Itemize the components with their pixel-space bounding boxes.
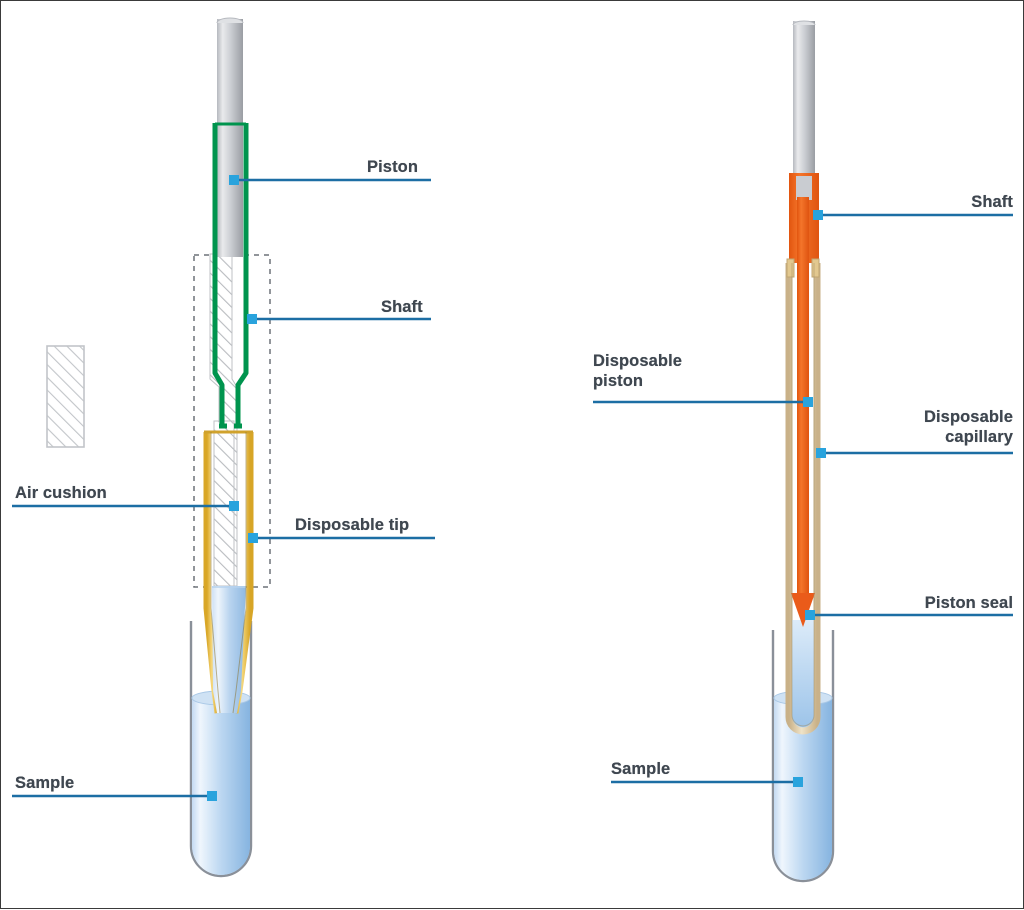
dashed-reference-box xyxy=(193,254,271,588)
left-shaft-wall-left xyxy=(212,123,225,426)
label-shaft-right: Shaft xyxy=(971,193,1013,211)
left-tip-inner-edge-left xyxy=(210,432,221,714)
label-disposable-tip: Disposable tip xyxy=(295,516,410,534)
left-shaft-wall-right xyxy=(235,123,249,426)
leader-dot-right-piston-seal xyxy=(805,610,815,620)
leader-dot-left-disposable-tip xyxy=(248,533,258,543)
label-sample-right: Sample xyxy=(611,760,671,778)
right-test-tube xyxy=(771,630,835,883)
left-piston-rod-cap xyxy=(216,17,244,24)
left-test-tube xyxy=(189,621,253,878)
right-piston-seal xyxy=(791,593,815,627)
leader-dot-left-sample xyxy=(207,791,217,801)
leader-dot-right-shaft xyxy=(813,210,823,220)
right-piston-rod-cap xyxy=(792,20,816,26)
label-piston: Piston xyxy=(367,158,419,176)
air-cushion-hatch-swatch xyxy=(46,345,85,448)
right-capillary-inner-right xyxy=(802,263,815,727)
left-piston-rod xyxy=(217,19,243,257)
right-disposable-capillary xyxy=(785,263,821,735)
label-disposable-capillary: Disposable capillary xyxy=(923,408,1013,446)
leader-dot-left-piston xyxy=(229,175,239,185)
right-capillary-collar-left xyxy=(786,258,795,278)
right-shaft-neck xyxy=(796,176,812,200)
leader-dot-left-air-cushion xyxy=(229,501,239,511)
label-shaft-left: Shaft xyxy=(381,298,423,316)
label-piston-seal: Piston seal xyxy=(924,594,1013,612)
label-disposable-piston: Disposable piston xyxy=(593,352,683,390)
leader-dot-right-disposable-capillary xyxy=(816,448,826,458)
right-capillary-liquid xyxy=(792,620,814,727)
right-capillary-collar-right xyxy=(811,258,820,278)
leader-dot-left-shaft xyxy=(247,314,257,324)
leader-dot-right-sample xyxy=(793,777,803,787)
left-pipette-group xyxy=(46,17,271,878)
leader-lines-group xyxy=(12,175,1013,801)
label-air-cushion: Air cushion xyxy=(15,484,107,502)
right-piston-rod xyxy=(793,21,815,176)
right-capillary-inner-left xyxy=(791,263,804,727)
label-sample-left: Sample xyxy=(15,774,75,792)
leader-dot-right-disposable-piston xyxy=(803,397,813,407)
right-sample-liquid xyxy=(774,698,832,880)
left-tip-inner-edge-right xyxy=(232,432,247,714)
left-sample-liquid xyxy=(192,698,250,875)
